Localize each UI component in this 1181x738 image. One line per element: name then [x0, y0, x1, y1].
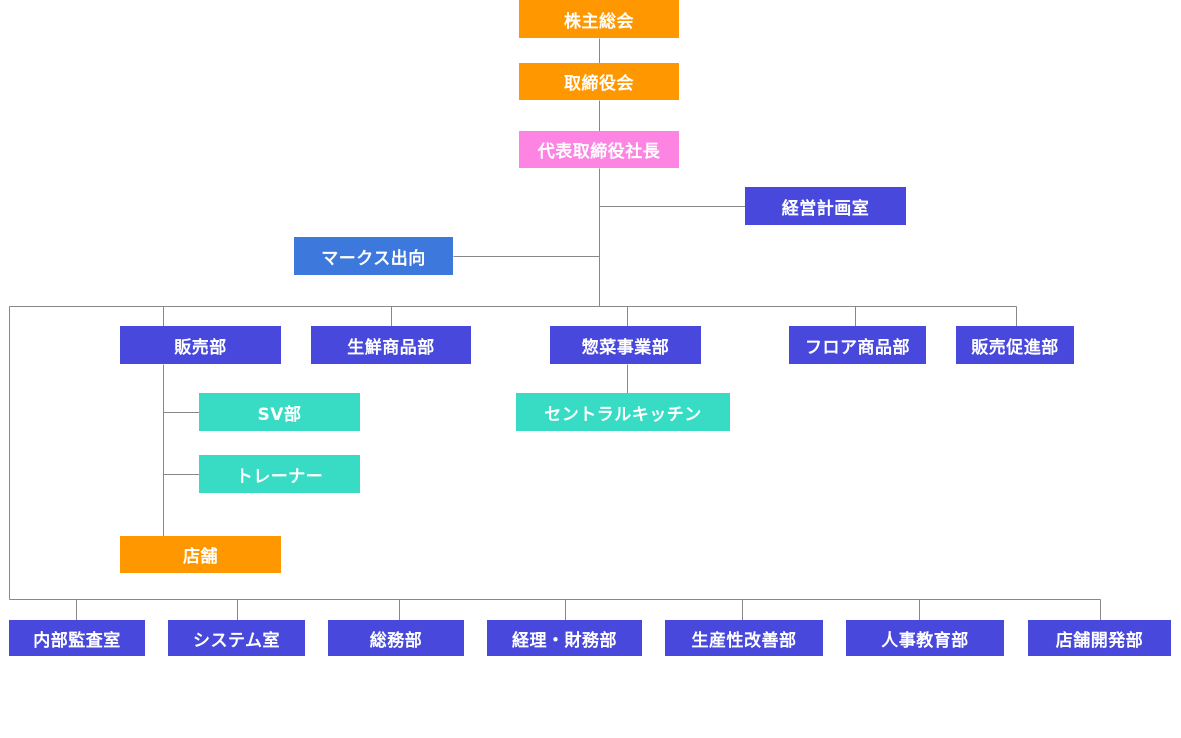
node-label: 販売促進部 — [971, 337, 1059, 358]
node-stores[interactable]: 店舗 — [120, 536, 281, 573]
node-general-affairs-department[interactable]: 総務部 — [328, 620, 464, 656]
node-label: システム室 — [193, 630, 280, 651]
node-central-kitchen[interactable]: セントラルキッチン — [516, 393, 730, 431]
node-sales-department[interactable]: 販売部 — [120, 326, 281, 364]
node-label: 総務部 — [369, 630, 423, 651]
node-hr-education-department[interactable]: 人事教育部 — [846, 620, 1004, 656]
node-president[interactable]: 代表取締役社長 — [519, 131, 679, 168]
node-deli-business-department[interactable]: 惣菜事業部 — [550, 326, 701, 364]
node-label: 生産性改善部 — [691, 630, 797, 651]
node-label: 代表取締役社長 — [537, 142, 661, 162]
node-label: 販売部 — [174, 337, 227, 358]
node-label: トレーナー — [235, 466, 324, 487]
node-productivity-improvement-department[interactable]: 生産性改善部 — [665, 620, 823, 656]
node-label: 経営計画室 — [781, 198, 870, 219]
node-label: 生鮮商品部 — [347, 337, 435, 358]
node-sales-promotion-department[interactable]: 販売促進部 — [956, 326, 1074, 364]
node-label: 株主総会 — [564, 11, 634, 32]
node-label: 取締役会 — [564, 74, 634, 94]
node-label: 店舗 — [183, 547, 218, 567]
node-accounting-finance-department[interactable]: 経理・財務部 — [487, 620, 642, 656]
node-label: 経理・財務部 — [512, 630, 617, 651]
node-management-planning-office[interactable]: 経営計画室 — [745, 187, 906, 225]
node-systems-office[interactable]: システム室 — [168, 620, 305, 656]
node-floor-products-department[interactable]: フロア商品部 — [789, 326, 926, 364]
node-store-development-department[interactable]: 店舗開発部 — [1028, 620, 1171, 656]
node-trainer[interactable]: トレーナー — [199, 455, 360, 493]
node-sv-department[interactable]: SV部 — [199, 393, 360, 431]
node-label: 惣菜事業部 — [581, 337, 670, 358]
node-board-of-directors[interactable]: 取締役会 — [519, 63, 679, 100]
node-fresh-products-department[interactable]: 生鮮商品部 — [311, 326, 471, 364]
node-label: 内部監査室 — [33, 630, 121, 651]
node-label: マークス出向 — [321, 248, 426, 269]
node-label: 人事教育部 — [881, 630, 969, 651]
node-label: セントラルキッチン — [544, 404, 702, 425]
node-label: SV部 — [257, 404, 302, 425]
node-label: 店舗開発部 — [1055, 630, 1144, 651]
node-marks-secondment[interactable]: マークス出向 — [294, 237, 453, 275]
node-internal-audit-office[interactable]: 内部監査室 — [9, 620, 145, 656]
node-general-shareholders-meeting[interactable]: 株主総会 — [519, 0, 679, 38]
node-label: フロア商品部 — [805, 337, 910, 358]
